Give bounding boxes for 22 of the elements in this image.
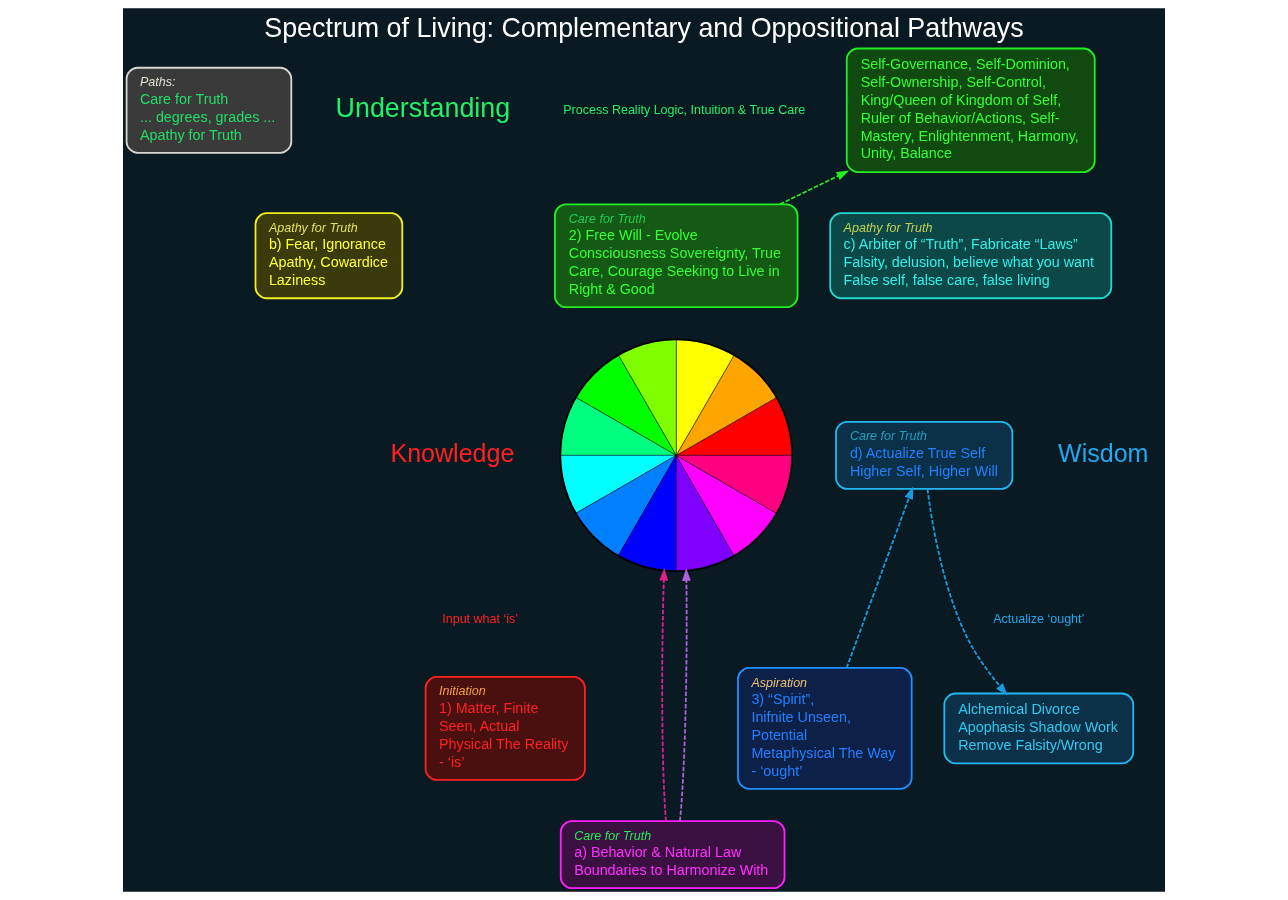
- node-box: Self-Governance, Self-Dominion, Self-Ownership, Self-Control, King/Queen of Kingdom of Self, Ruler of Behavior/Actions, Self-Mastery, Enlightenment, Harmony, Unity, Balance: [845, 47, 1096, 173]
- node-box: Apathy for Truth c) Arbiter of “Truth”, Fabricate “Laws” Falsity, delusion, believe what you want False self, false care, false living: [829, 212, 1113, 300]
- node-box: Care for Truth a) Behavior & Natural Law Boundaries to Harmonize With: [559, 820, 786, 890]
- node-box: Aspiration 3) “Spirit”, Inifnite Unseen, Potential Metaphysical The Way - ‘ought’: [737, 667, 913, 790]
- arrow: [926, 488, 1008, 696]
- node-box: Initiation 1) Matter, Finite Seen, Actual Physical The Reality - ‘is’: [424, 676, 586, 781]
- arrow: [845, 486, 914, 669]
- node-box: Paths: Care for Truth ... degrees, grades ... Apathy for Truth: [125, 66, 293, 154]
- node-box: Care for Truth d) Actualize True Self Higher Self, Higher Will: [835, 420, 1014, 490]
- label: Understanding: [335, 92, 511, 123]
- node-box: Alchemical Divorce Apophasis Shadow Work Remove Falsity/Wrong: [943, 692, 1135, 765]
- arrow: [679, 568, 691, 822]
- diagram-title: Spectrum of Living: Complementary and Oppositional Pathways: [264, 12, 1024, 43]
- label: Input what ‘is’: [442, 611, 519, 626]
- label: Process Reality Logic, Intuition & True Care: [563, 102, 806, 117]
- node-box: Apathy for Truth b) Fear, Ignorance Apathy, Cowardice Laziness: [254, 212, 404, 300]
- arrow: [659, 568, 669, 822]
- node-box: Care for Truth 2) Free Will - Evolve Consciousness Sovereignty, True Care, Courage Seeking to Live in Right & Good: [554, 203, 799, 309]
- label: Wisdom: [1058, 438, 1149, 467]
- label: Knowledge: [390, 438, 515, 467]
- arrow: [779, 170, 850, 206]
- label: Actualize ‘ought’: [993, 611, 1085, 626]
